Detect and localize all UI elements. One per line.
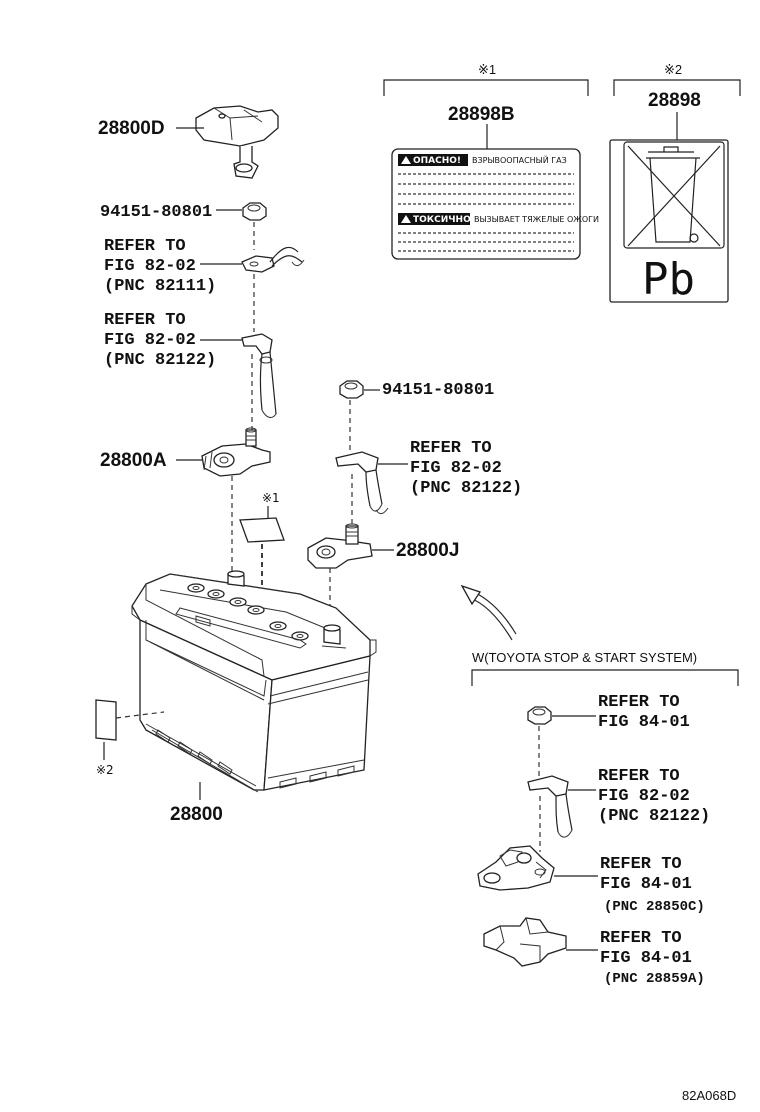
ss-ref-b-line-3: (PNC 82122)	[598, 807, 710, 826]
warning-triangle-icon	[401, 156, 411, 164]
arrow-indicator	[473, 591, 517, 635]
ss-nut-part[interactable]	[527, 706, 552, 725]
ss-ref-d-line-2: FIG 84-01	[600, 949, 692, 968]
negative-clamp-part[interactable]	[201, 427, 271, 477]
label-box-2-mark: ※2	[664, 62, 682, 77]
ref3-line-2: FIG 82-02	[410, 459, 502, 478]
warning-label-sticker[interactable]	[239, 517, 285, 543]
ss-ref-b: REFER TO FIG 82-02 (PNC 82122)	[598, 767, 710, 826]
ss-ref-c: REFER TO FIG 84-01 (PNC 28850C)	[600, 855, 705, 915]
label-warning-2-text: ВЫЗЫВАЕТ ТЯЖЕЛЫЕ ОЖОГИ	[474, 215, 599, 224]
crossed-bin-icon	[627, 145, 721, 247]
label-pos-clamp[interactable]: 28800J	[396, 540, 459, 561]
label-box-2-part-number[interactable]: 28898	[648, 90, 701, 111]
note1-mark: ※1	[262, 491, 280, 505]
label-warning-1: ОПАСНО!	[413, 156, 461, 166]
label-battery[interactable]: 28800	[170, 804, 223, 825]
ss-ref-a: REFER TO FIG 84-01	[598, 693, 690, 732]
label-neg-clamp[interactable]: 28800A	[100, 450, 167, 471]
ss-ref-b-line-1: REFER TO	[598, 767, 680, 786]
ref2-line-3: (PNC 82122)	[104, 351, 216, 370]
label-box-1-part-number[interactable]: 28898B	[448, 104, 515, 125]
lead-symbol: Pb	[642, 254, 695, 305]
ref1-line-2: FIG 82-02	[104, 257, 196, 276]
ss-ref-c-line-2: FIG 84-01	[600, 875, 692, 894]
ss-cover-part[interactable]	[483, 917, 567, 967]
label-warning-1-text: ВЗРЫВООПАСНЫЙ ГАЗ	[472, 154, 567, 165]
cable-part-ref2	[241, 333, 277, 418]
ss-ref-d-line-3: (PNC 28859A)	[604, 971, 705, 987]
ref2-line-2: FIG 82-02	[104, 331, 196, 350]
ref1-line-1: REFER TO	[104, 237, 186, 256]
ref3-text: REFER TO FIG 82-02 (PNC 82122)	[410, 439, 522, 498]
ss-ref-b-line-2: FIG 82-02	[598, 787, 690, 806]
ref1-line-3: (PNC 82111)	[104, 277, 216, 296]
ss-cable-part	[527, 775, 573, 838]
ref2-text: REFER TO FIG 82-02 (PNC 82122)	[104, 311, 216, 370]
label-box-1-mark: ※1	[478, 62, 496, 77]
cable-part-ref3	[335, 451, 389, 515]
ss-ref-a-line-1: REFER TO	[598, 693, 680, 712]
label-box-1: ※1 28898B ОПАСНО! ВЗРЫВООПАСНЫЙ ГАЗ ТОКС…	[383, 62, 599, 260]
ref2-line-1: REFER TO	[104, 311, 186, 330]
ss-ref-c-line-3: (PNC 28850C)	[604, 899, 705, 915]
ref1-text: REFER TO FIG 82-02 (PNC 82111)	[104, 237, 216, 296]
ss-ref-a-line-2: FIG 84-01	[598, 713, 690, 732]
ref3-line-1: REFER TO	[410, 439, 492, 458]
label-box-2: ※2 28898 Pb	[609, 62, 741, 305]
ss-ref-d-line-1: REFER TO	[600, 929, 682, 948]
lead-label-sticker[interactable]	[95, 699, 117, 741]
cable-terminal-1	[241, 246, 305, 273]
ref3-line-3: (PNC 82122)	[410, 479, 522, 498]
terminal-cover-part[interactable]	[195, 105, 279, 179]
note2-mark: ※2	[96, 763, 114, 777]
label-nut-right[interactable]: 94151-80801	[382, 381, 494, 400]
nut-right-part[interactable]	[339, 380, 364, 399]
nut-top-part[interactable]	[242, 202, 267, 221]
warning-triangle-icon	[401, 215, 411, 223]
positive-clamp-part[interactable]	[307, 523, 373, 569]
diagram-code: 82A068D	[682, 1088, 736, 1103]
label-warning-2: ТОКСИЧНО	[413, 215, 471, 225]
battery-part[interactable]	[131, 570, 377, 793]
ss-clamp-sensor-part[interactable]	[477, 845, 555, 891]
ss-ref-c-line-1: REFER TO	[600, 855, 682, 874]
ss-ref-d: REFER TO FIG 84-01 (PNC 28859A)	[600, 929, 705, 987]
label-cover[interactable]: 28800D	[98, 118, 165, 139]
stop-start-header: W(TOYOTA STOP & START SYSTEM)	[472, 650, 697, 665]
label-nut-top[interactable]: 94151-80801	[100, 203, 212, 222]
